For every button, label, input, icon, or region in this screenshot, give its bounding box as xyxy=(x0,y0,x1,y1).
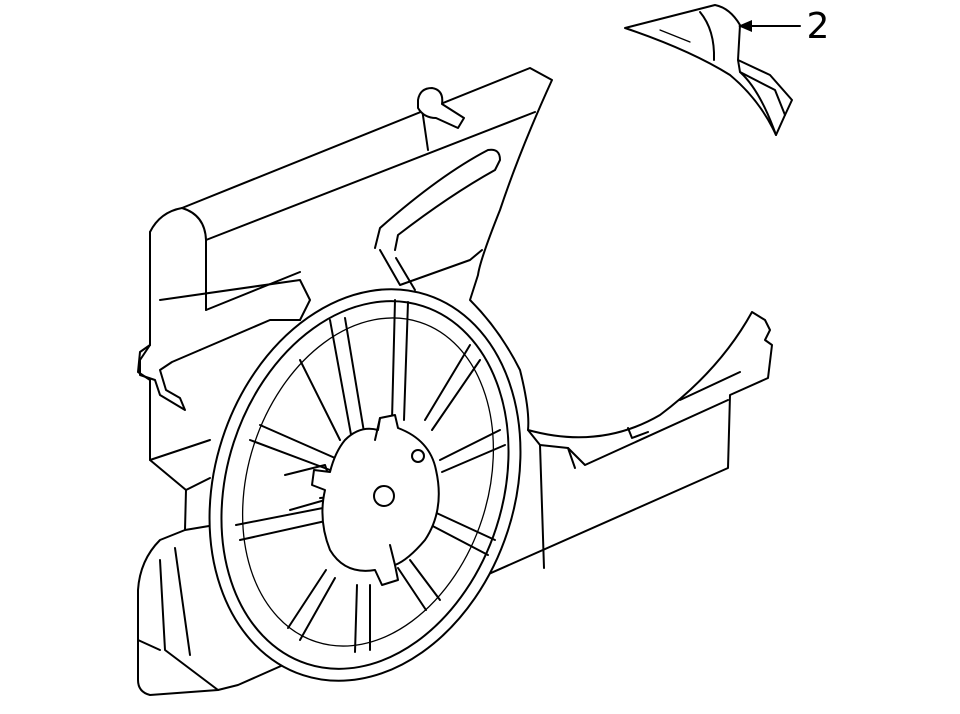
motor-hub xyxy=(311,414,440,586)
callout-number: 2 xyxy=(807,6,830,47)
callout-2: 2 xyxy=(738,6,829,47)
shroud-bracket-part-2 xyxy=(624,4,793,136)
fan-blades xyxy=(235,299,506,653)
callout-arrowhead xyxy=(738,20,752,32)
